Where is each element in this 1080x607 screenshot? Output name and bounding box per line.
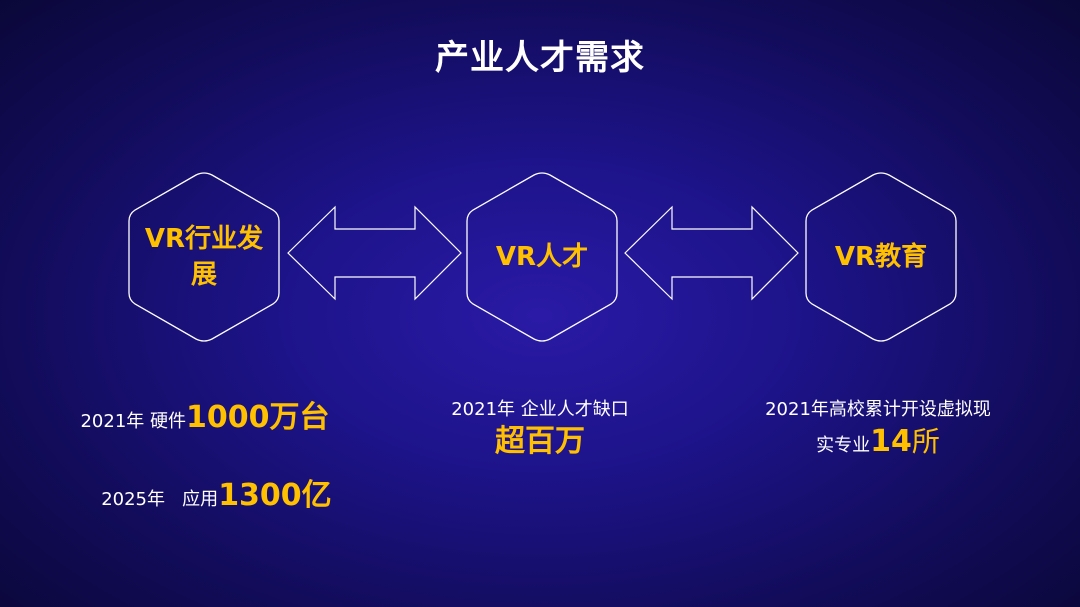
stat-industry-line1-prefix: 2021年 硬件	[80, 411, 187, 432]
stat-talent: 2021年 企业人才缺口 超百万	[410, 396, 670, 460]
double-arrow-right	[624, 205, 799, 304]
node-label-industry: VR行业发展	[144, 224, 264, 290]
node-label-talent: VR人才	[495, 242, 589, 272]
stat-education-row-2: 实专业14所	[735, 424, 1021, 464]
stat-education-line2-prefix: 实专业	[816, 435, 871, 456]
stat-industry-app-value: 1300亿	[218, 478, 332, 513]
stat-industry-hardware-value: 1000万台	[186, 400, 330, 435]
stat-education-suffix: 所	[911, 425, 940, 458]
stat-industry-row-2: 2025年 应用1300亿	[60, 442, 350, 554]
double-arrow-icon	[287, 205, 462, 301]
stat-industry: 2021年 硬件1000万台 2025年 应用1300亿	[60, 398, 350, 554]
stat-talent-value: 超百万	[495, 424, 585, 459]
node-label-education: VR教育	[834, 242, 928, 272]
double-arrow-left	[287, 205, 462, 304]
stat-talent-line1: 2021年 企业人才缺口	[451, 399, 629, 420]
stat-industry-line2-prefix: 2025年 应用	[101, 489, 219, 510]
stat-industry-row-1: 2021年 硬件1000万台	[60, 398, 350, 442]
hexagon-industry-outline	[128, 172, 280, 342]
hexagon-talent-outline	[466, 172, 618, 342]
hexagon-education-outline	[805, 172, 957, 342]
stat-education-count: 14	[870, 424, 912, 459]
hexagon-education: VR教育	[805, 172, 957, 342]
slide-title: 产业人才需求	[435, 38, 645, 78]
stat-education: 2021年高校累计开设虚拟现 实专业14所	[735, 396, 1021, 464]
stat-education-line1: 2021年高校累计开设虚拟现	[765, 399, 991, 420]
double-arrow-icon	[624, 205, 799, 301]
hexagon-talent: VR人才	[466, 172, 618, 342]
hexagon-industry: VR行业发展	[128, 172, 280, 342]
